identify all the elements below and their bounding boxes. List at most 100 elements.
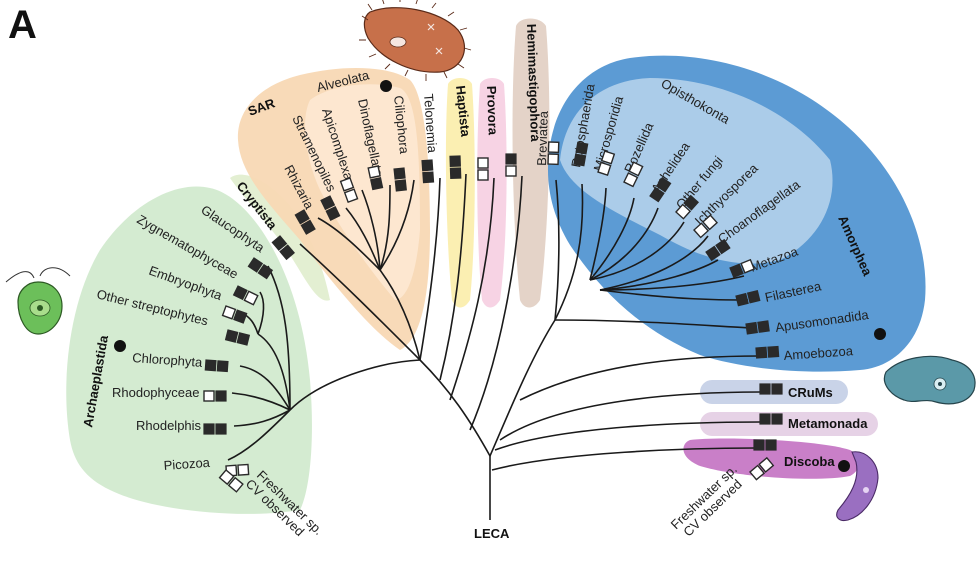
filled-square (320, 195, 336, 211)
square-pair-choanoflagellata (705, 238, 731, 262)
archaeplastida-dot (114, 340, 126, 352)
filled-square (300, 219, 316, 235)
open-square (218, 469, 235, 486)
root-label-leca: LECA (474, 526, 510, 541)
open-square (547, 153, 560, 166)
filled-square (215, 390, 227, 402)
taxon-label-rhodophyceae: Rhodophyceae (112, 385, 199, 400)
crums-label: CRuMs (788, 385, 833, 400)
square-pair-ciliophora (393, 167, 407, 192)
filled-square (745, 321, 758, 335)
filled-square (325, 205, 341, 221)
square-pair-microsporidia (597, 150, 616, 176)
filled-square (393, 167, 406, 180)
square-pair-stramenopiles (320, 195, 341, 221)
filled-square (224, 329, 239, 343)
square-pair-metazoa (729, 258, 756, 279)
filled-square (505, 153, 517, 165)
square-pair-telonemia (421, 159, 435, 184)
square-pair-legend-right (749, 456, 775, 481)
square-pair-aphelidea (649, 176, 672, 203)
open-square (600, 150, 616, 165)
square-pair-metamonada (759, 413, 783, 425)
trypanosome-illustration (836, 451, 879, 522)
square-pair-apusomonadida (745, 320, 770, 335)
filled-square (655, 176, 672, 193)
haptista-label: Haptista (453, 85, 473, 138)
square-pair-chlorophyta (204, 359, 229, 373)
open-square (628, 161, 644, 177)
filled-square (449, 167, 462, 179)
square-pair-dinoflagellata (367, 165, 384, 191)
open-square (547, 141, 560, 154)
taxon-label-telonemia: Telonemia (421, 93, 440, 154)
open-square (221, 305, 237, 320)
open-square (477, 169, 489, 181)
filled-square (236, 332, 251, 346)
filled-square (746, 289, 761, 304)
square-pair-rotosphaerida (573, 141, 589, 167)
square-pair-cryptista (271, 235, 295, 261)
open-square (367, 165, 381, 179)
open-square (203, 390, 215, 402)
filled-square (767, 345, 780, 358)
metamonada-background (700, 412, 878, 436)
taxon-label-ciliophora: Ciliophora (391, 95, 412, 156)
open-square (701, 214, 719, 231)
filled-square (294, 209, 310, 225)
open-square (505, 165, 517, 177)
square-pair-discoba (753, 439, 777, 451)
square-pair-amoebozoa (755, 345, 780, 359)
square-pair-zygnematophyceae (232, 285, 259, 306)
green-alga-illustration (5, 267, 71, 335)
open-square (227, 476, 244, 493)
panel-letter: A (8, 3, 37, 47)
character-squares (203, 141, 783, 493)
square-pair-haptista (449, 155, 462, 179)
filled-square (422, 171, 435, 184)
alveolata-dot (380, 80, 392, 92)
open-square (749, 464, 766, 481)
square-pair-rozellida (623, 161, 644, 188)
filled-square (394, 179, 407, 192)
filled-square (771, 383, 783, 395)
filled-square (759, 383, 771, 395)
open-square (477, 157, 489, 169)
filled-square (755, 346, 768, 359)
square-pair-embryophyta (221, 305, 248, 324)
open-square (339, 177, 355, 192)
amoeba-illustration (883, 355, 976, 405)
filled-square (575, 141, 589, 155)
amorphea-dot (874, 328, 886, 340)
square-pair-breviatea (547, 141, 560, 166)
open-square (675, 203, 692, 220)
filled-square (759, 413, 771, 425)
square-pair-legend-left (218, 469, 244, 493)
ciliate-illustration (359, 0, 472, 81)
filled-square (753, 439, 765, 451)
haptista-background (445, 78, 475, 308)
filled-square (715, 238, 731, 255)
filled-square (257, 263, 274, 280)
filled-square (735, 292, 749, 307)
provora-background (477, 78, 507, 308)
filled-square (247, 257, 264, 273)
open-square (597, 161, 612, 176)
taxon-label-chlorophyta: Chlorophyta (132, 350, 204, 370)
taxon-label-breviatea: Breviatea (534, 110, 551, 166)
square-pair-other-streptophytes (224, 329, 251, 346)
square-pair-other-fungi (675, 194, 699, 220)
legend-right: Freshwater sp. CV observed (668, 462, 745, 540)
open-square (693, 222, 710, 239)
filled-square (279, 244, 295, 261)
square-pair-rhizaria (294, 209, 316, 235)
taxon-label-rhodelphis: Rhodelphis (136, 418, 202, 433)
square-pair-crums (759, 383, 783, 395)
square-pair-apicomplexa (339, 177, 359, 203)
organism-illustrations (5, 0, 976, 522)
filled-square (370, 177, 384, 191)
filled-square (449, 155, 461, 167)
square-pair-filasterea (735, 289, 761, 307)
filled-square (216, 360, 229, 373)
